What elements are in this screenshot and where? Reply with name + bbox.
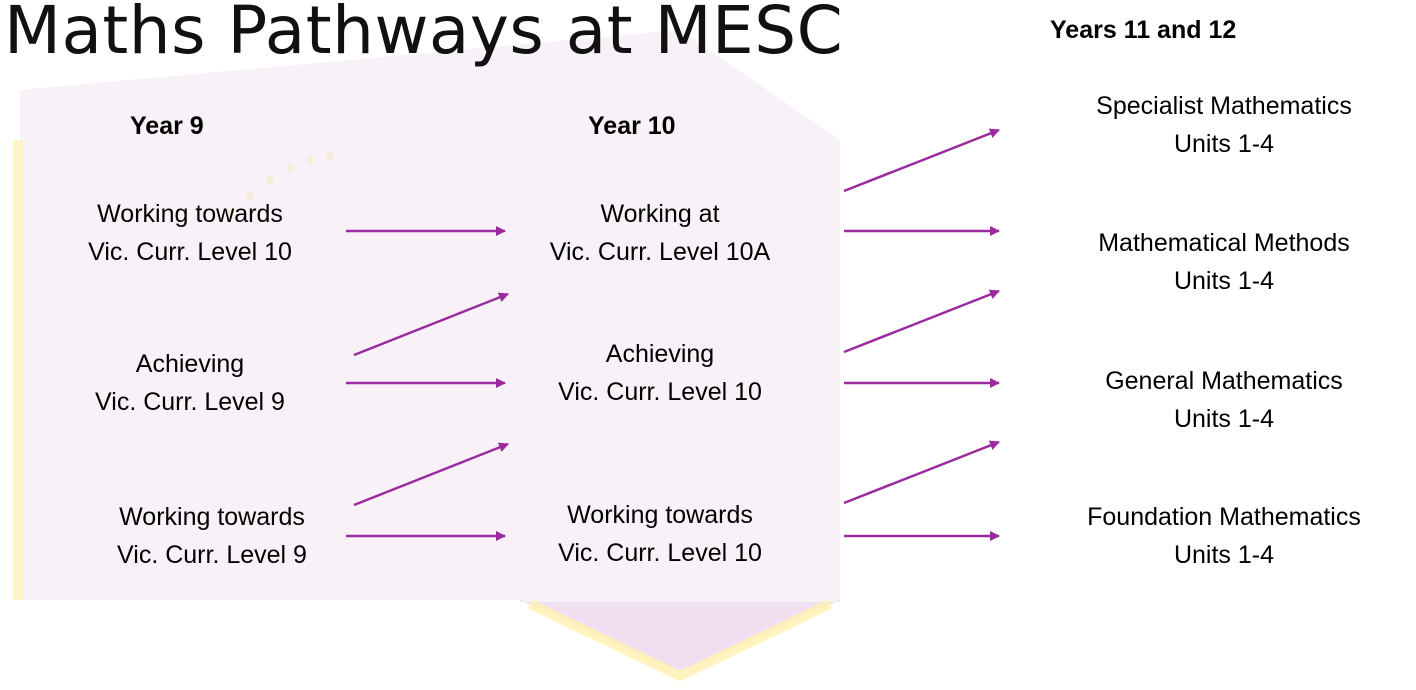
arrow-y9-wt9-up-to-y10-ach10 bbox=[353, 442, 509, 507]
node-line: Units 1-4 bbox=[1173, 405, 1275, 433]
node-line: Vic. Curr. Level 10 bbox=[88, 238, 292, 266]
node-line: Mathematical Methods bbox=[1098, 229, 1350, 257]
crest-sun bbox=[226, 152, 334, 218]
year9-node-working-towards-9: Working towards Vic. Curr. Level 9 bbox=[82, 498, 342, 574]
arrow-y10-10a-up-to-specialist bbox=[843, 128, 1000, 193]
node-line: Vic. Curr. Level 10 bbox=[558, 539, 762, 567]
node-line: General Mathematics bbox=[1105, 367, 1343, 395]
crest-shape bbox=[20, 30, 840, 680]
year10-node-working-at-10a: Working at Vic. Curr. Level 10A bbox=[520, 195, 800, 271]
node-line: Achieving bbox=[605, 340, 715, 368]
header-year-10: Year 10 bbox=[588, 112, 676, 140]
node-line: Vic. Curr. Level 9 bbox=[117, 541, 307, 569]
year9-node-working-towards-10: Working towards Vic. Curr. Level 10 bbox=[60, 195, 320, 271]
senior-node-specialist: Specialist Mathematics Units 1-4 bbox=[1044, 87, 1404, 163]
arrow-y10-wt10-up-to-general bbox=[843, 440, 1000, 505]
arrow-y9-ach9-up-to-y10-10a bbox=[353, 292, 509, 357]
page-title: Maths Pathways at MESC bbox=[4, 0, 844, 69]
node-line: Working towards bbox=[119, 503, 305, 531]
node-line: Vic. Curr. Level 9 bbox=[95, 388, 285, 416]
senior-node-general: General Mathematics Units 1-4 bbox=[1044, 362, 1404, 438]
senior-node-methods: Mathematical Methods Units 1-4 bbox=[1044, 224, 1404, 300]
node-line: Working towards bbox=[97, 200, 283, 228]
year10-node-achieving-10: Achieving Vic. Curr. Level 10 bbox=[520, 335, 800, 411]
crest-inner bbox=[520, 600, 840, 672]
node-line: Units 1-4 bbox=[1173, 541, 1275, 569]
node-line: Vic. Curr. Level 10 bbox=[558, 378, 762, 406]
node-line: Units 1-4 bbox=[1173, 267, 1275, 295]
node-line: Working at bbox=[600, 200, 720, 228]
header-years-11-12: Years 11 and 12 bbox=[1050, 16, 1237, 44]
crest-trim-bottom bbox=[527, 599, 833, 682]
year9-node-achieving-9: Achieving Vic. Curr. Level 9 bbox=[60, 345, 320, 421]
arrow-y10-ach10-up-to-methods bbox=[843, 289, 1000, 354]
node-line: Working towards bbox=[567, 501, 753, 529]
node-line: Foundation Mathematics bbox=[1087, 503, 1361, 531]
year10-node-working-towards-10: Working towards Vic. Curr. Level 10 bbox=[520, 496, 800, 572]
header-year-9: Year 9 bbox=[130, 112, 204, 140]
node-line: Achieving bbox=[135, 350, 245, 378]
node-line: Specialist Mathematics bbox=[1096, 92, 1352, 120]
node-line: Units 1-4 bbox=[1173, 130, 1275, 158]
node-line: Vic. Curr. Level 10A bbox=[549, 238, 771, 266]
senior-node-foundation: Foundation Mathematics Units 1-4 bbox=[1044, 498, 1404, 574]
